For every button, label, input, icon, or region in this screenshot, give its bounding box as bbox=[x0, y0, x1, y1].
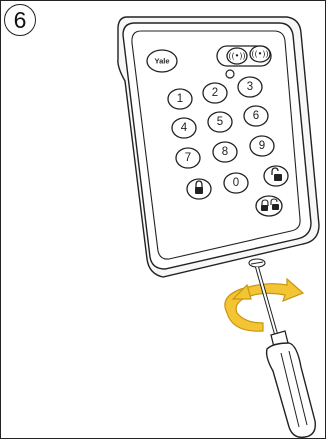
key-2[interactable]: 2 bbox=[203, 83, 227, 103]
key-1[interactable]: 1 bbox=[168, 89, 192, 109]
key-part-arm[interactable] bbox=[256, 196, 282, 216]
key-label: 5 bbox=[217, 116, 223, 128]
key-label: 0 bbox=[233, 177, 239, 189]
key-label: 6 bbox=[253, 110, 259, 122]
brand-button[interactable]: Yale bbox=[147, 50, 177, 72]
key-label: 9 bbox=[259, 140, 265, 152]
key-3[interactable]: 3 bbox=[238, 77, 262, 97]
key-label: 1 bbox=[177, 93, 183, 105]
key-label: 2 bbox=[212, 87, 218, 99]
brand-label: Yale bbox=[154, 57, 169, 66]
key-lock[interactable] bbox=[187, 179, 211, 199]
panic-alarm-icon: ((•)) bbox=[228, 52, 245, 61]
key-8[interactable]: 8 bbox=[213, 142, 237, 162]
screw-icon bbox=[249, 259, 265, 267]
key-label: 8 bbox=[222, 146, 228, 158]
panic-alarm-icon: ((•)) bbox=[251, 50, 268, 59]
panic-button-group[interactable]: ((•)) ((•)) bbox=[217, 46, 271, 66]
key-9[interactable]: 9 bbox=[250, 136, 274, 156]
status-led bbox=[226, 70, 234, 78]
key-unlock[interactable] bbox=[264, 166, 288, 186]
key-label: 3 bbox=[247, 81, 253, 93]
key-4[interactable]: 4 bbox=[172, 118, 196, 138]
key-0[interactable]: 0 bbox=[224, 173, 248, 193]
key-7[interactable]: 7 bbox=[176, 148, 200, 168]
key-6[interactable]: 6 bbox=[244, 106, 268, 126]
key-5[interactable]: 5 bbox=[208, 112, 232, 132]
key-label: 4 bbox=[181, 122, 188, 134]
key-label: 7 bbox=[185, 152, 191, 164]
